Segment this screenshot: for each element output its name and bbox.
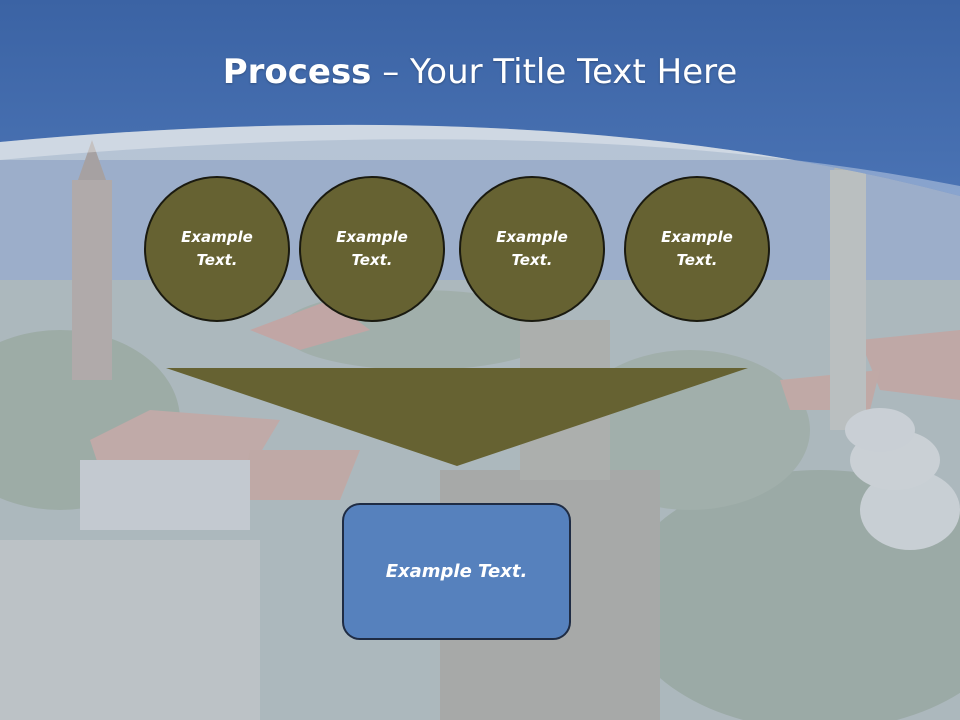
title-bold: Process	[222, 52, 372, 92]
funnel-arrow	[166, 368, 748, 466]
title-rest: – Your Title Text Here	[371, 52, 738, 92]
result-label: Example Text.	[385, 561, 528, 582]
result-box[interactable]: Example Text.	[342, 503, 571, 640]
page-title: Process – Your Title Text Here	[0, 52, 960, 92]
title-banner	[0, 0, 960, 196]
